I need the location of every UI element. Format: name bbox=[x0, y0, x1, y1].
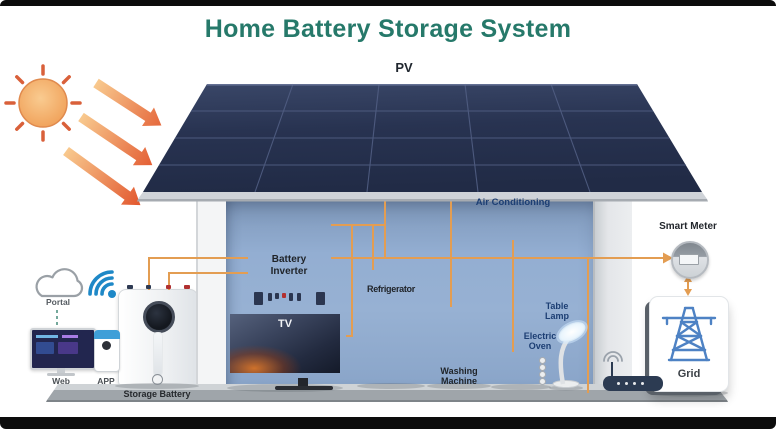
app-phone bbox=[94, 330, 120, 372]
battery-inverter-label: Battery Inverter bbox=[270, 254, 308, 277]
battery-terminal bbox=[184, 285, 190, 289]
inverter-connector bbox=[282, 293, 286, 298]
refrigerator-label: Refrigerator bbox=[367, 284, 415, 294]
tv-base bbox=[275, 386, 333, 390]
tv-label: TV bbox=[277, 318, 293, 330]
router-wifi-waves bbox=[603, 351, 623, 362]
air-conditioning-label: Air Conditioning bbox=[475, 197, 551, 208]
sunlight-arrows-icon bbox=[63, 78, 162, 206]
tv-stand bbox=[298, 378, 308, 386]
tv-screen bbox=[230, 314, 340, 373]
power-pylon-icon bbox=[661, 306, 717, 362]
app-label: APP bbox=[97, 376, 115, 386]
house-left-wall bbox=[196, 197, 229, 385]
house-right-wall bbox=[593, 197, 632, 385]
battery-terminal bbox=[127, 285, 133, 289]
battery-logo bbox=[152, 374, 163, 385]
wifi-icon bbox=[88, 270, 114, 296]
sun-icon bbox=[4, 64, 82, 142]
top-letterbox-bar bbox=[0, 0, 776, 6]
storage-battery-label: Storage Battery bbox=[123, 389, 191, 399]
washing-machine-label: Washing Machine bbox=[440, 366, 478, 387]
router-antenna bbox=[611, 362, 613, 378]
grid-card bbox=[649, 296, 729, 392]
web-label: Web bbox=[52, 376, 70, 386]
inverter-connector bbox=[268, 293, 272, 301]
page-title: Home Battery Storage System bbox=[204, 15, 572, 43]
table-lamp-label: Table Lamp bbox=[544, 301, 569, 322]
inverter-connector bbox=[289, 293, 293, 301]
pv-label: PV bbox=[395, 60, 413, 75]
grid-label: Grid bbox=[677, 368, 701, 380]
electric-oven-label: Electric Oven bbox=[523, 331, 557, 352]
battery-terminal bbox=[166, 285, 171, 289]
portal-label: Portal bbox=[45, 297, 71, 307]
battery-terminal bbox=[146, 285, 151, 289]
bottom-letterbox-bar bbox=[0, 417, 776, 429]
cloud-icon bbox=[35, 268, 84, 298]
inverter-connector bbox=[316, 292, 325, 305]
monitor-base bbox=[47, 373, 75, 376]
inverter-connector bbox=[275, 293, 279, 299]
inverter-connector bbox=[297, 293, 301, 301]
monitor-stand bbox=[57, 368, 65, 373]
smart-meter-display bbox=[679, 254, 699, 265]
inverter-connector bbox=[254, 292, 263, 305]
smart-meter-label: Smart Meter bbox=[659, 221, 717, 232]
battery-port bbox=[143, 301, 175, 333]
